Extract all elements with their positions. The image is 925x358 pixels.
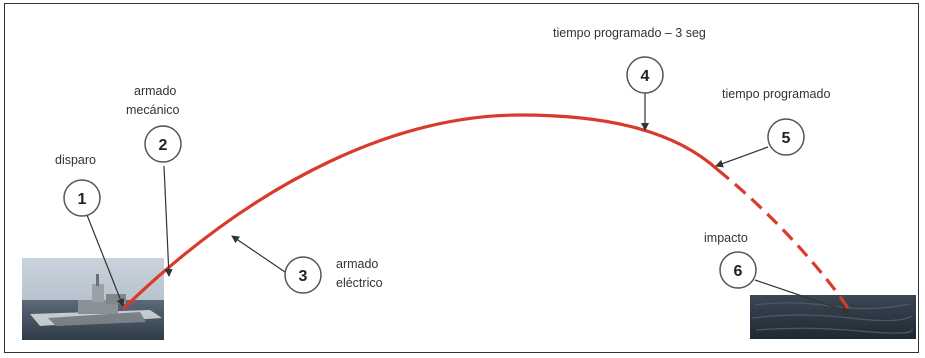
- svg-text:3: 3: [299, 268, 308, 285]
- label-armado-electrico-line1: armado: [336, 257, 378, 271]
- label-tiempo-programado-3seg: tiempo programado – 3 seg: [553, 26, 706, 40]
- svg-text:4: 4: [641, 68, 650, 85]
- arrow-5: [715, 146, 769, 168]
- marker-6: 6: [719, 251, 757, 289]
- label-impacto: impacto: [704, 231, 748, 245]
- label-tiempo-programado: tiempo programado: [722, 87, 830, 101]
- impact-water-image: [750, 295, 916, 339]
- marker-4: 4: [626, 56, 664, 94]
- label-disparo: disparo: [55, 153, 96, 167]
- arrow-2: [163, 165, 173, 277]
- label-armado-mecanico-line1: armado: [134, 84, 176, 98]
- marker-5: 5: [767, 118, 805, 156]
- svg-text:6: 6: [734, 263, 743, 280]
- marker-2: 2: [144, 125, 182, 163]
- svg-text:2: 2: [159, 137, 168, 154]
- trajectory-solid: [122, 113, 720, 310]
- arrow-1: [86, 214, 125, 307]
- svg-text:1: 1: [78, 191, 87, 208]
- warship-image: [22, 258, 164, 340]
- marker-1: 1: [63, 179, 101, 217]
- trajectory-dashed: [716, 168, 854, 315]
- arrow-6: [754, 279, 850, 314]
- arrow-3: [231, 235, 286, 273]
- svg-text:5: 5: [782, 130, 791, 147]
- marker-3: 3: [284, 256, 322, 294]
- label-armado-electrico-line2: eléctrico: [336, 276, 383, 290]
- label-armado-mecanico-line2: mecánico: [126, 103, 180, 117]
